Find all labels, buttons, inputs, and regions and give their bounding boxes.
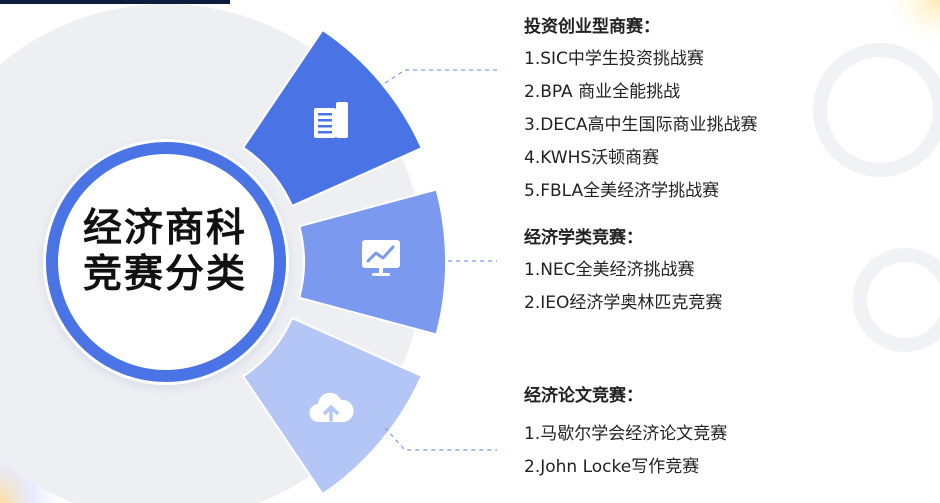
cloud-upload-icon [309,392,354,423]
category-title: 投资创业型商赛： [524,17,660,37]
category-item: 1.NEC全美经济挑战赛 [524,260,695,280]
category-economics: 经济学类竞赛： 1.NEC全美经济挑战赛 2.IEO经济学奥林匹克竞赛 [524,226,722,320]
center-ring [46,142,286,382]
decor-gears [813,43,940,352]
center-circle-shadow [43,139,289,385]
category-item: 1.SIC中学生投资挑战赛 [524,49,704,69]
category-essay: 经济论文竞赛： 1.马歇尔学会经济论文竞赛 2.John Locke写作竞赛 [524,384,727,484]
category-item: 5.FBLA全美经济学挑战赛 [524,181,720,201]
center-title: 经济商科 竞赛分类 [70,206,260,298]
corner-glow-right [880,0,940,50]
category-item: 4.KWHS沃顿商赛 [524,148,660,168]
category-item: 1.马歇尔学会经济论文竞赛 [524,424,728,444]
category-investment: 投资创业型商赛： 1.SIC中学生投资挑战赛 2.BPA 商业全能挑战 3.DE… [524,15,758,208]
category-title: 经济学类竞赛： [524,228,643,248]
chart-monitor-icon [362,240,400,276]
connector-line-1 [384,69,497,84]
connector-line-3 [384,427,497,451]
center-title-line-1: 经济商科 [82,206,247,251]
category-item: 3.DECA高中生国际商业挑战赛 [524,115,758,135]
office-building-icon [314,102,348,138]
top-accent-bar [0,0,230,4]
category-item: 2.IEO经济学奥林匹克竞赛 [524,293,723,313]
center-title-line-2: 竞赛分类 [82,252,247,297]
category-item: 2.John Locke写作竞赛 [524,457,700,477]
category-title: 经济论文竞赛： [524,386,643,406]
category-item: 2.BPA 商业全能挑战 [524,82,681,102]
